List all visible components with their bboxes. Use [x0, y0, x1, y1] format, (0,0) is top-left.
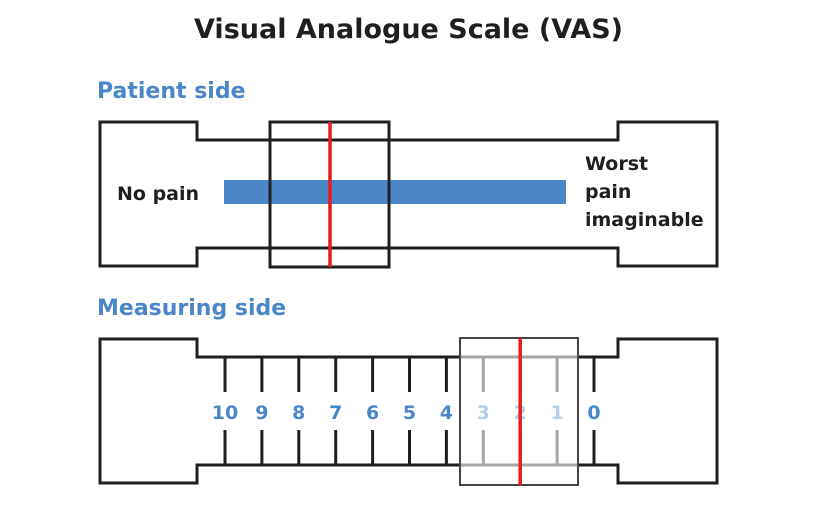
patient-side-heading: Patient side: [97, 79, 246, 104]
measuring-side-heading: Measuring side: [97, 296, 287, 321]
scale-number-8: 8: [292, 402, 305, 424]
patient-ruler-outline: [98, 120, 719, 268]
imaginable-label: imaginable: [585, 209, 704, 231]
scale-number-5: 5: [403, 402, 416, 424]
scale-number-0: 0: [587, 402, 600, 424]
scale-number-9: 9: [255, 402, 268, 424]
pain-bar: [224, 180, 566, 204]
scale-number-4: 4: [440, 402, 453, 424]
diagram-title: Visual Analogue Scale (VAS): [194, 14, 623, 45]
measuring-ruler-outline: [98, 337, 719, 485]
scale-number-10: 10: [212, 402, 238, 424]
scale-number-6: 6: [366, 402, 379, 424]
no-pain-label: No pain: [117, 183, 199, 205]
worst-label: Worst: [585, 153, 648, 175]
scale-number-7: 7: [329, 402, 342, 424]
pain-label: pain: [585, 181, 631, 203]
